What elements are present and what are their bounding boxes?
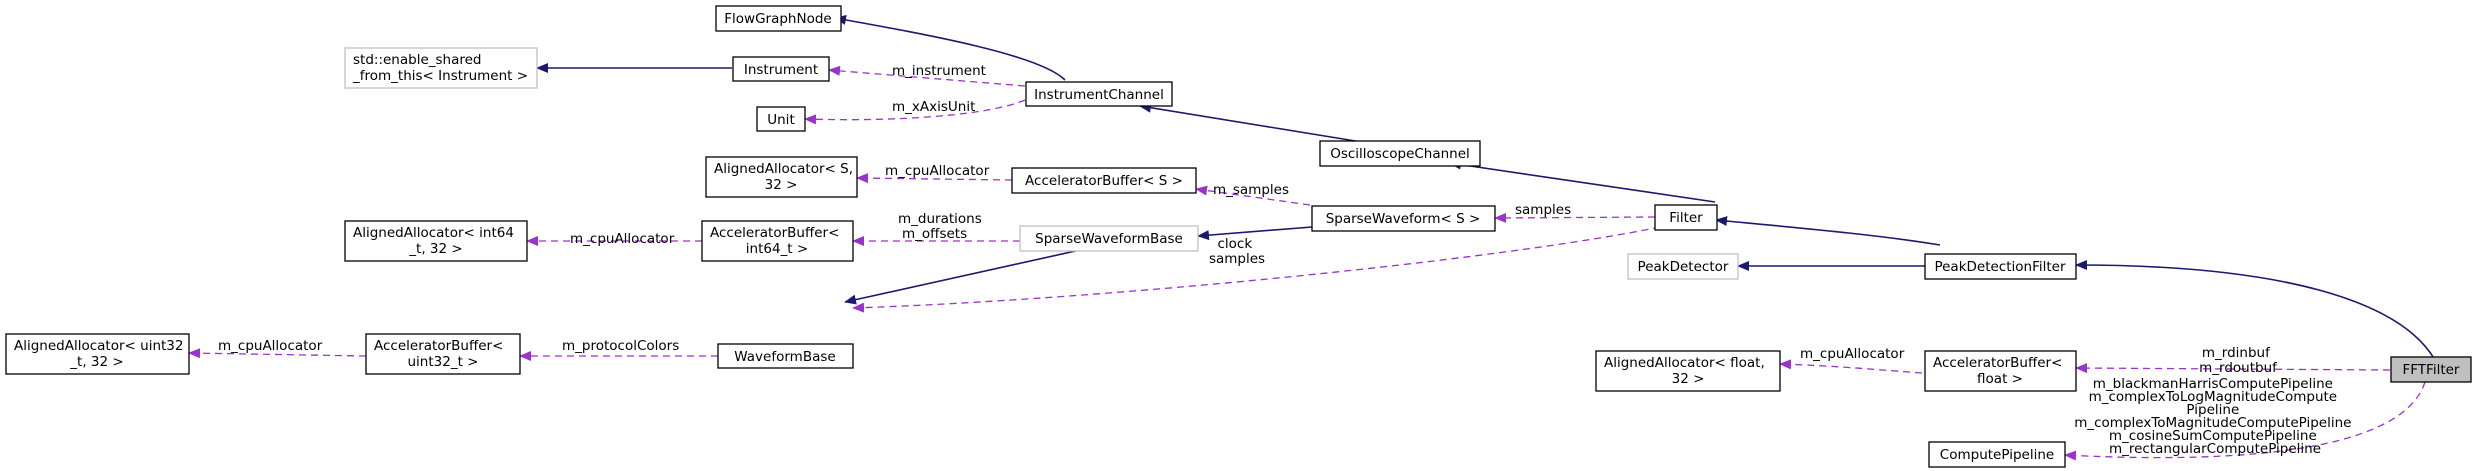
node-alignedallocator-uint32[interactable]: AlignedAllocator< uint32 _t, 32 >	[5, 333, 190, 375]
edge-instrumentchannel-uses-unit	[804, 99, 1026, 125]
svg-text:int64_t >: int64_t >	[746, 241, 808, 257]
svg-text:_from_this< Instrument >: _from_this< Instrument >	[352, 68, 528, 84]
edge-peakdetectionfilter-to-filter	[1715, 216, 1941, 246]
edge-accel-s-uses-aligned-s	[856, 173, 1013, 184]
edge-label-protocolcolors: m_protocolColors	[562, 338, 679, 354]
edge-fftfilter-uses-accel-float	[2075, 363, 2391, 374]
svg-text:std::enable_shared: std::enable_shared	[353, 52, 482, 68]
node-flowgraphnode[interactable]: FlowGraphNode	[715, 5, 842, 32]
edge-label-m-instrument: m_instrument	[892, 63, 986, 79]
svg-text:SparseWaveformBase: SparseWaveformBase	[1035, 231, 1183, 247]
node-alignedallocator-int64[interactable]: AlignedAllocator< int64 _t, 32 >	[344, 220, 528, 262]
edge-labels: m_instrument m_xAxisUnit m_cpuAllocator …	[218, 63, 2356, 457]
svg-text:AcceleratorBuffer<: AcceleratorBuffer<	[374, 338, 503, 354]
svg-text:AcceleratorBuffer< S >: AcceleratorBuffer< S >	[1025, 173, 1183, 189]
nodes: FlowGraphNode std::enable_shared _from_t…	[5, 5, 2472, 468]
edge-label-compute-pipelines: m_blackmanHarrisComputePipeline m_comple…	[2074, 376, 2356, 457]
edge-filter-uses-waveformbase	[852, 226, 1661, 313]
edge-accel-uint32-uses-aligned-uint32	[188, 348, 367, 359]
node-computepipeline[interactable]: ComputePipeline	[1928, 441, 2066, 468]
node-oscilloscopechannel[interactable]: OscilloscopeChannel	[1319, 140, 1481, 167]
node-sparsewaveform-s[interactable]: SparseWaveform< S >	[1311, 205, 1496, 232]
edge-label-rdinbuf-rdoutbuf: m_rdinbuf m_rdoutbuf	[2199, 345, 2278, 376]
svg-text:AcceleratorBuffer<: AcceleratorBuffer<	[710, 225, 839, 241]
edge-label-cpuallocator-float: m_cpuAllocator	[1800, 346, 1905, 362]
svg-text:AlignedAllocator< float,: AlignedAllocator< float,	[1604, 355, 1765, 371]
edge-filter-uses-sparsewaveform-s	[1494, 212, 1656, 223]
node-filter[interactable]: Filter	[1654, 204, 1718, 231]
node-fftfilter[interactable]: FFTFilter	[2390, 356, 2472, 383]
node-acceleratorbuffer-s[interactable]: AcceleratorBuffer< S >	[1011, 167, 1197, 194]
svg-text:Instrument: Instrument	[744, 62, 818, 78]
edge-sparsewaveformbase-to-waveformbase	[844, 249, 1081, 305]
node-peakdetectionfilter[interactable]: PeakDetectionFilter	[1924, 253, 2077, 280]
svg-text:float >: float >	[1977, 371, 2023, 387]
node-waveformbase[interactable]: WaveformBase	[717, 343, 854, 369]
node-enable-shared-from-this[interactable]: std::enable_shared _from_this< Instrumen…	[344, 47, 538, 89]
node-instrument[interactable]: Instrument	[732, 56, 830, 82]
node-sparsewaveformbase[interactable]: SparseWaveformBase	[1019, 225, 1199, 252]
node-alignedallocator-s[interactable]: AlignedAllocator< S, 32 >	[705, 156, 858, 198]
svg-text:WaveformBase: WaveformBase	[734, 349, 835, 365]
svg-text:FlowGraphNode: FlowGraphNode	[724, 11, 831, 27]
svg-text:InstrumentChannel: InstrumentChannel	[1034, 87, 1164, 103]
svg-text:FFTFilter: FFTFilter	[2403, 362, 2460, 378]
node-acceleratorbuffer-float[interactable]: AcceleratorBuffer< float >	[1924, 350, 2077, 392]
svg-text:ComputePipeline: ComputePipeline	[1940, 447, 2054, 463]
edge-accel-float-uses-aligned-float	[1779, 359, 1923, 374]
edge-label-cpuallocator-uint32: m_cpuAllocator	[218, 338, 323, 354]
svg-text:AlignedAllocator< uint32: AlignedAllocator< uint32	[14, 338, 183, 354]
edge-label-durations-offsets: m_durations m_offsets	[898, 211, 986, 242]
edge-fftfilter-to-peakdetectionfilter	[2075, 260, 2436, 361]
svg-text:AlignedAllocator< int64: AlignedAllocator< int64	[353, 225, 514, 241]
edge-fftfilter-uses-computepipeline	[2064, 381, 2426, 461]
svg-text:32 >: 32 >	[765, 177, 798, 193]
node-unit[interactable]: Unit	[756, 106, 806, 132]
svg-text:AlignedAllocator< S,: AlignedAllocator< S,	[714, 161, 853, 177]
svg-text:PeakDetectionFilter: PeakDetectionFilter	[1934, 259, 2066, 275]
edge-label-cpuallocator-s: m_cpuAllocator	[885, 163, 990, 179]
edge-label-m-samples: m_samples	[1213, 182, 1289, 198]
svg-text:OscilloscopeChannel: OscilloscopeChannel	[1330, 146, 1470, 162]
node-alignedallocator-float[interactable]: AlignedAllocator< float, 32 >	[1595, 350, 1781, 392]
edges	[188, 15, 2436, 461]
edge-label-clock-samples: clock samples	[1209, 236, 1265, 267]
edge-filter-to-oscilloscopechannel	[1449, 159, 1716, 203]
edge-label-cpuallocator-int64: m_cpuAllocator	[570, 231, 675, 247]
svg-text:PeakDetector: PeakDetector	[1638, 259, 1729, 275]
edge-instrumentchannel-to-flowgraphnode	[834, 15, 1066, 81]
edge-label-m-xaxisunit: m_xAxisUnit	[892, 99, 975, 115]
edge-label-samples: samples	[1515, 202, 1571, 218]
node-acceleratorbuffer-int64[interactable]: AcceleratorBuffer< int64_t >	[701, 220, 854, 262]
node-instrumentchannel[interactable]: InstrumentChannel	[1025, 81, 1173, 107]
svg-text:_t, 32 >: _t, 32 >	[69, 354, 123, 370]
edge-instrumentchannel-uses-instrument	[828, 65, 1026, 87]
svg-text:AcceleratorBuffer<: AcceleratorBuffer<	[1933, 355, 2062, 371]
svg-text:_t, 32 >: _t, 32 >	[408, 241, 462, 257]
svg-text:SparseWaveform< S >: SparseWaveform< S >	[1326, 211, 1481, 227]
edge-oscilloscopechannel-to-instrumentchannel	[1139, 102, 1381, 146]
svg-text:Filter: Filter	[1669, 210, 1703, 226]
svg-text:32 >: 32 >	[1672, 371, 1705, 387]
node-peakdetector[interactable]: PeakDetector	[1627, 253, 1739, 280]
svg-text:Unit: Unit	[767, 112, 794, 128]
svg-text:uint32_t >: uint32_t >	[408, 354, 479, 370]
node-acceleratorbuffer-uint32[interactable]: AcceleratorBuffer< uint32_t >	[365, 333, 521, 375]
edge-sparsewaveform-s-to-sparsewaveformbase	[1197, 226, 1313, 241]
